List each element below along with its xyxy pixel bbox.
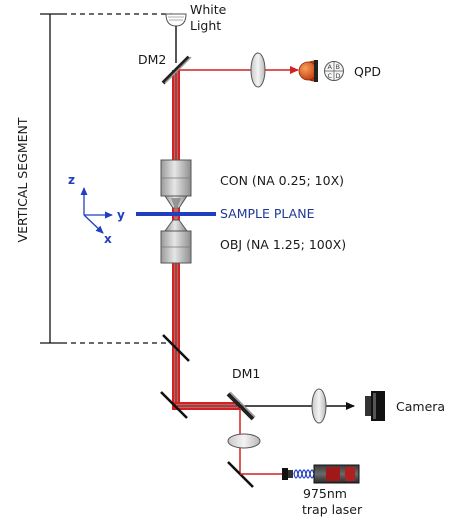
white-light-label-line1: White — [190, 2, 227, 17]
dm2-mirror — [161, 55, 192, 85]
qpd-lens — [250, 52, 266, 88]
steering-mirror-vertical — [162, 334, 190, 362]
dm1-mirror — [226, 391, 256, 421]
steering-mirror-bottom — [160, 391, 188, 419]
axis-x-label: x — [104, 232, 112, 246]
microscope-objective — [160, 219, 192, 264]
qpd-quadrant-c: C — [328, 72, 333, 80]
condenser-label: CON (NA 0.25; 10X) — [220, 173, 344, 188]
quadrant-photodiode-icon: A B C D — [298, 60, 344, 82]
qpd-quadrant-a: A — [328, 63, 333, 71]
laser-icon — [282, 464, 360, 484]
condenser-objective — [160, 159, 192, 209]
qpd-quadrant-b: B — [336, 63, 340, 71]
laser-focus-top — [171, 198, 181, 212]
sample-plane-label: SAMPLE PLANE — [220, 206, 315, 221]
camera-icon — [365, 391, 385, 421]
camera-label: Camera — [396, 399, 445, 414]
qpd-quadrant-d: D — [336, 72, 341, 80]
laser-beam-bottom — [172, 402, 240, 410]
light-bulb-icon — [165, 13, 187, 27]
vertical-segment-label: VERTICAL SEGMENT — [15, 117, 30, 242]
vertical-segment-bracket — [40, 13, 172, 344]
qpd-label: QPD — [354, 64, 381, 79]
laser-lens — [227, 433, 261, 449]
laser-label-line2: trap laser — [302, 502, 363, 517]
objective-label: OBJ (NA 1.25; 100X) — [220, 237, 346, 252]
axis-y-label: y — [117, 208, 125, 222]
dm2-label: DM2 — [138, 52, 166, 67]
camera-lens — [311, 388, 327, 424]
axis-z-label: z — [68, 173, 75, 187]
white-light-label-line2: Light — [190, 18, 221, 33]
laser-label-line1: 975nm — [303, 486, 347, 501]
coordinate-axes — [80, 187, 113, 234]
dm1-label: DM1 — [232, 366, 260, 381]
